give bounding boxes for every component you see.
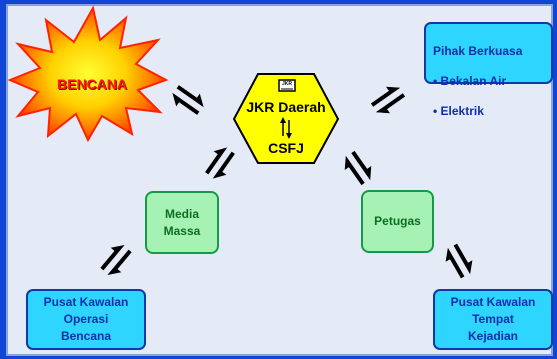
- arrow-center-authority: [370, 86, 406, 114]
- officers-box: Petugas: [361, 190, 434, 253]
- operations-center-box: Pusat Kawalan Operasi Bencana: [26, 289, 146, 350]
- media-box: Media Massa: [145, 191, 219, 254]
- logo-text: JKR: [281, 81, 292, 87]
- site-center-box: Pusat Kawalan Tempat Kejadian: [433, 289, 553, 350]
- internal-arrows-icon: [280, 117, 292, 139]
- disaster-label: BENCANA: [57, 76, 127, 92]
- jkr-logo-icon: [278, 79, 296, 92]
- authority-item-water: • Bekalan Air: [433, 74, 507, 88]
- center-hexagon: [232, 73, 340, 164]
- arrow-center-media: [205, 147, 235, 179]
- arrow-center-officers: [344, 150, 372, 186]
- center-subtitle: CSFJ: [268, 140, 304, 156]
- burst-shape: [7, 5, 169, 143]
- authority-item-electric: • Elektrik: [433, 104, 484, 118]
- arrow-officers-site: [445, 243, 473, 279]
- center-title: JKR Daerah: [246, 99, 326, 115]
- arrow-media-operations: [100, 245, 132, 275]
- arrow-burst-center: [172, 85, 204, 115]
- authority-box: Pihak Berkuasa • Bekalan Air • Elektrik: [424, 22, 553, 118]
- authority-title: Pihak Berkuasa: [433, 44, 523, 58]
